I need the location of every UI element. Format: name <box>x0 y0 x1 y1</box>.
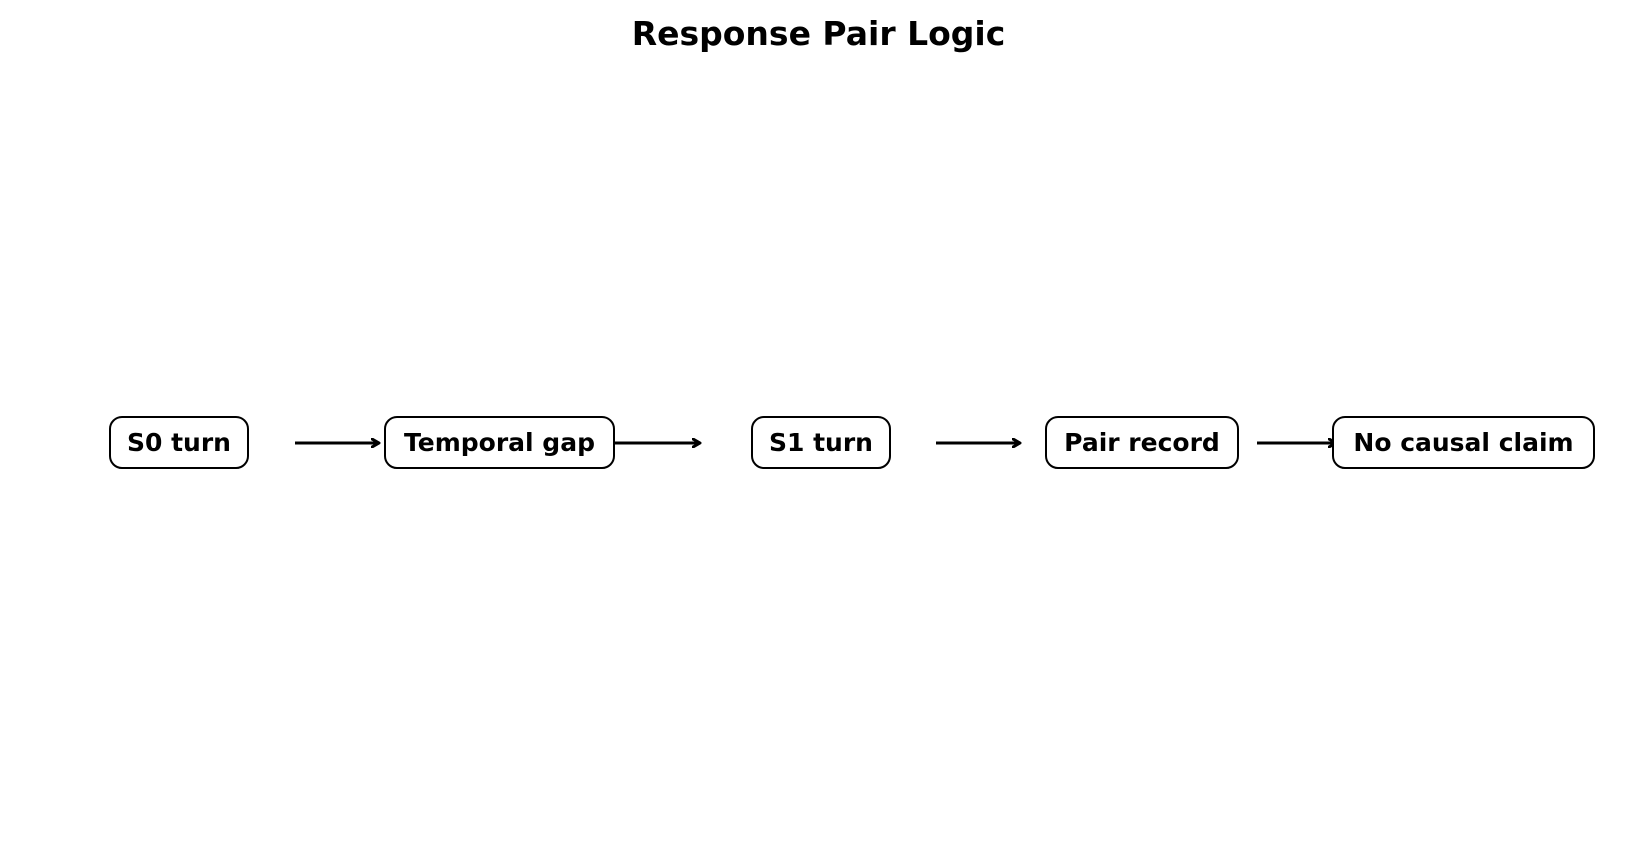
node-label: Temporal gap <box>404 428 595 457</box>
node-label: S0 turn <box>127 428 231 457</box>
diagram-title: Response Pair Logic <box>631 14 1006 53</box>
node-label: No causal claim <box>1353 428 1574 457</box>
node-label: S1 turn <box>769 428 873 457</box>
node-s1-turn: S1 turn <box>751 416 891 469</box>
node-label: Pair record <box>1064 428 1220 457</box>
node-s0-turn: S0 turn <box>109 416 249 469</box>
node-no-causal-claim: No causal claim <box>1332 416 1595 469</box>
node-temporal-gap: Temporal gap <box>384 416 615 469</box>
node-pair-record: Pair record <box>1045 416 1239 469</box>
